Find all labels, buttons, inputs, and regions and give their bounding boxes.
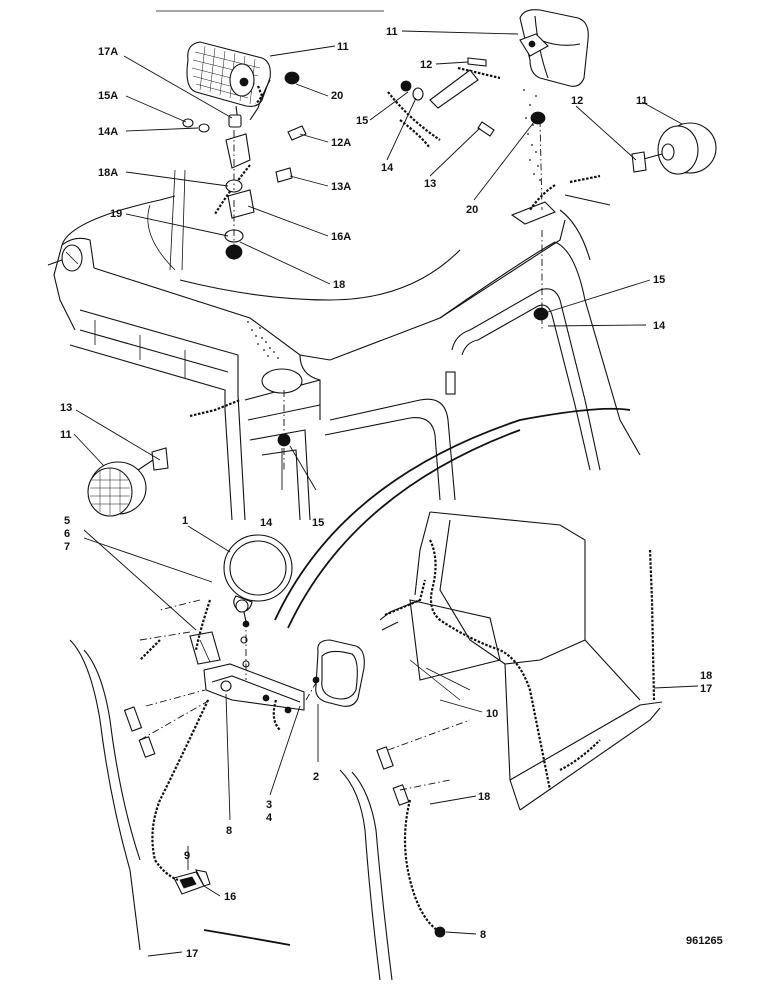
callout-11-front-top: 11 [337, 41, 349, 53]
callout-15a: 15A [98, 90, 118, 102]
callout-15-mid: 15 [312, 517, 324, 529]
callout-20-left: 20 [331, 90, 343, 102]
callout-13-left: 13 [60, 402, 72, 414]
console-panel [379, 511, 663, 811]
callout-13-rear: 13 [424, 178, 436, 190]
callout-17-bottom: 17 [186, 948, 198, 960]
callout-12a: 12A [331, 137, 351, 149]
main-harness-arc [274, 407, 631, 621]
right-rear-round-lamp [631, 122, 717, 175]
callout-18-right: 18 [700, 670, 712, 682]
harness-bundle-bottom [203, 929, 291, 946]
callout-15-right: 15 [653, 274, 665, 286]
stipple-shading [247, 89, 541, 359]
callout-8-left: 8 [226, 825, 232, 837]
callout-15-rear: 15 [356, 115, 368, 127]
side-lamp [312, 639, 365, 707]
callout-3: 3 [266, 799, 272, 811]
callout-16a: 16A [331, 231, 351, 243]
callout-18a: 18A [98, 167, 118, 179]
cab-outline [47, 169, 641, 521]
plug-socket [173, 869, 211, 895]
headlamp-round [223, 534, 293, 628]
callout-4: 4 [266, 812, 273, 824]
callout-labels: 11 17A 20 15A 14A 12A 18A 13A 19 16A 18 … [60, 26, 712, 960]
callout-14a: 14A [98, 126, 118, 138]
callout-12-right: 12 [571, 95, 583, 107]
rear-work-lamp [519, 9, 589, 87]
callout-6: 6 [64, 528, 70, 540]
callout-11-right: 11 [636, 95, 648, 107]
callout-11-rear-top: 11 [386, 26, 398, 38]
callout-9: 9 [184, 850, 190, 862]
callout-14-rear: 14 [381, 162, 394, 174]
callout-19: 19 [110, 208, 122, 220]
main-harness-arc-inner [287, 429, 521, 629]
callout-18-bottom: 18 [478, 791, 490, 803]
callout-12-rear: 12 [420, 59, 432, 71]
leader-lines [73, 30, 699, 957]
callout-13a: 13A [331, 181, 351, 193]
callout-5: 5 [64, 515, 70, 527]
fender-outlines [69, 639, 410, 981]
drawing-number: 961265 [686, 935, 723, 947]
callout-1: 1 [182, 515, 188, 527]
fasteners [182, 57, 549, 938]
front-work-lamp [186, 41, 271, 128]
callout-2: 2 [313, 771, 319, 783]
callout-18-top: 18 [333, 279, 345, 291]
callout-20-rear: 20 [466, 204, 478, 216]
callout-17a: 17A [98, 46, 118, 58]
alignment-lines [139, 119, 543, 791]
callout-7: 7 [64, 541, 70, 553]
left-front-round-lamp [87, 447, 169, 517]
callout-16: 16 [224, 891, 236, 903]
callout-8-bottom: 8 [480, 929, 486, 941]
callout-10: 10 [486, 708, 498, 720]
callout-14-right: 14 [653, 320, 666, 332]
callout-14-mid: 14 [260, 517, 273, 529]
callout-11-left: 11 [60, 429, 72, 441]
callout-17-right: 17 [700, 683, 712, 695]
